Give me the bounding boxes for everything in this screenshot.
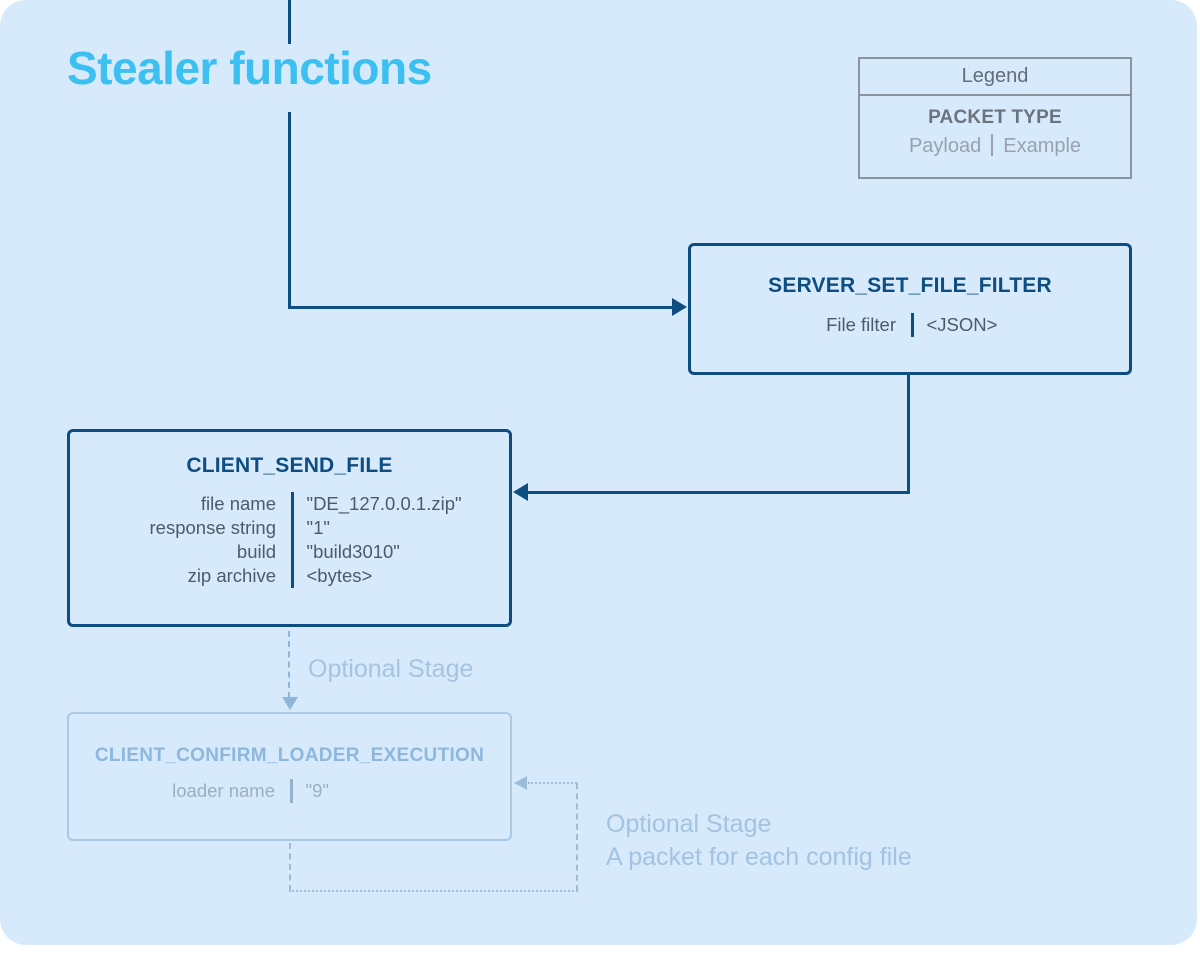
node-rows: file name response string build zip arch…	[70, 492, 509, 588]
connector-server-down	[907, 375, 910, 493]
row-value: <bytes>	[306, 565, 373, 586]
legend-header: Legend	[860, 59, 1130, 96]
connector-top-line-lower	[288, 112, 291, 309]
row-label: file name	[200, 493, 276, 514]
arrowhead-left-dotted-icon	[514, 776, 527, 790]
legend-divider-bar	[991, 134, 994, 156]
row-values: "DE_127.0.0.1.zip" "1" "build3010" <byte…	[307, 492, 510, 588]
connector-to-client-send-file	[527, 491, 910, 494]
arrowhead-left-icon	[513, 483, 528, 501]
optional-stage-note: Optional Stage	[308, 655, 474, 683]
node-client-send-file: CLIENT_SEND_FILE file name response stri…	[67, 429, 512, 627]
dotted-loop-segment-up	[576, 783, 578, 891]
node-title: CLIENT_CONFIRM_LOADER_EXECUTION	[94, 745, 485, 766]
row-value: <JSON>	[926, 314, 998, 335]
row-value: "DE_127.0.0.1.zip"	[306, 493, 462, 514]
node-rows: File filter <JSON>	[691, 313, 1129, 337]
legend-payload-label: Payload	[908, 135, 982, 157]
row-label: build	[236, 541, 276, 562]
row-labels: file name response string build zip arch…	[70, 492, 276, 588]
arrowhead-right-icon	[672, 298, 687, 316]
node-server-set-file-filter: SERVER_SET_FILE_FILTER File filter <JSON…	[688, 243, 1132, 375]
node-title: CLIENT_SEND_FILE	[186, 454, 393, 477]
connector-top-line-upper	[288, 0, 291, 44]
node-rows: loader name "9"	[69, 779, 510, 803]
row-label: File filter	[826, 314, 896, 335]
row-divider	[290, 779, 293, 803]
optional-stage-loop-note: Optional Stage A packet for each config …	[606, 808, 912, 874]
legend-box: Legend PACKET TYPE Payload Example	[858, 57, 1132, 179]
row-value: "1"	[306, 517, 330, 538]
dotted-loop-segment-bottom	[289, 890, 578, 892]
row-divider	[911, 313, 914, 337]
dotted-loop-segment-into-box	[528, 782, 577, 784]
row-label: loader name	[172, 780, 275, 801]
row-value: "9"	[305, 780, 329, 801]
legend-packet-type-label: PACKET TYPE	[928, 107, 1062, 128]
row-value: "build3010"	[306, 541, 400, 562]
page-title: Stealer functions	[67, 42, 432, 94]
row-label: response string	[149, 517, 276, 538]
optional-stage-loop-note-line2: A packet for each config file	[606, 843, 912, 871]
dashed-connector-optional-stage	[288, 631, 290, 698]
row-divider	[291, 492, 294, 588]
optional-stage-loop-note-line1: Optional Stage	[606, 810, 772, 838]
dotted-loop-segment-down	[289, 843, 291, 891]
node-title: SERVER_SET_FILE_FILTER	[768, 274, 1052, 297]
legend-body: PACKET TYPE Payload Example	[860, 96, 1130, 158]
node-client-confirm-loader-execution: CLIENT_CONFIRM_LOADER_EXECUTION loader n…	[67, 712, 512, 841]
arrowhead-down-icon	[282, 697, 298, 710]
legend-payload-example-row: Payload Example	[860, 134, 1130, 158]
connector-to-server-box	[288, 306, 674, 309]
legend-example-label: Example	[1003, 135, 1082, 157]
row-label: zip archive	[187, 565, 276, 586]
